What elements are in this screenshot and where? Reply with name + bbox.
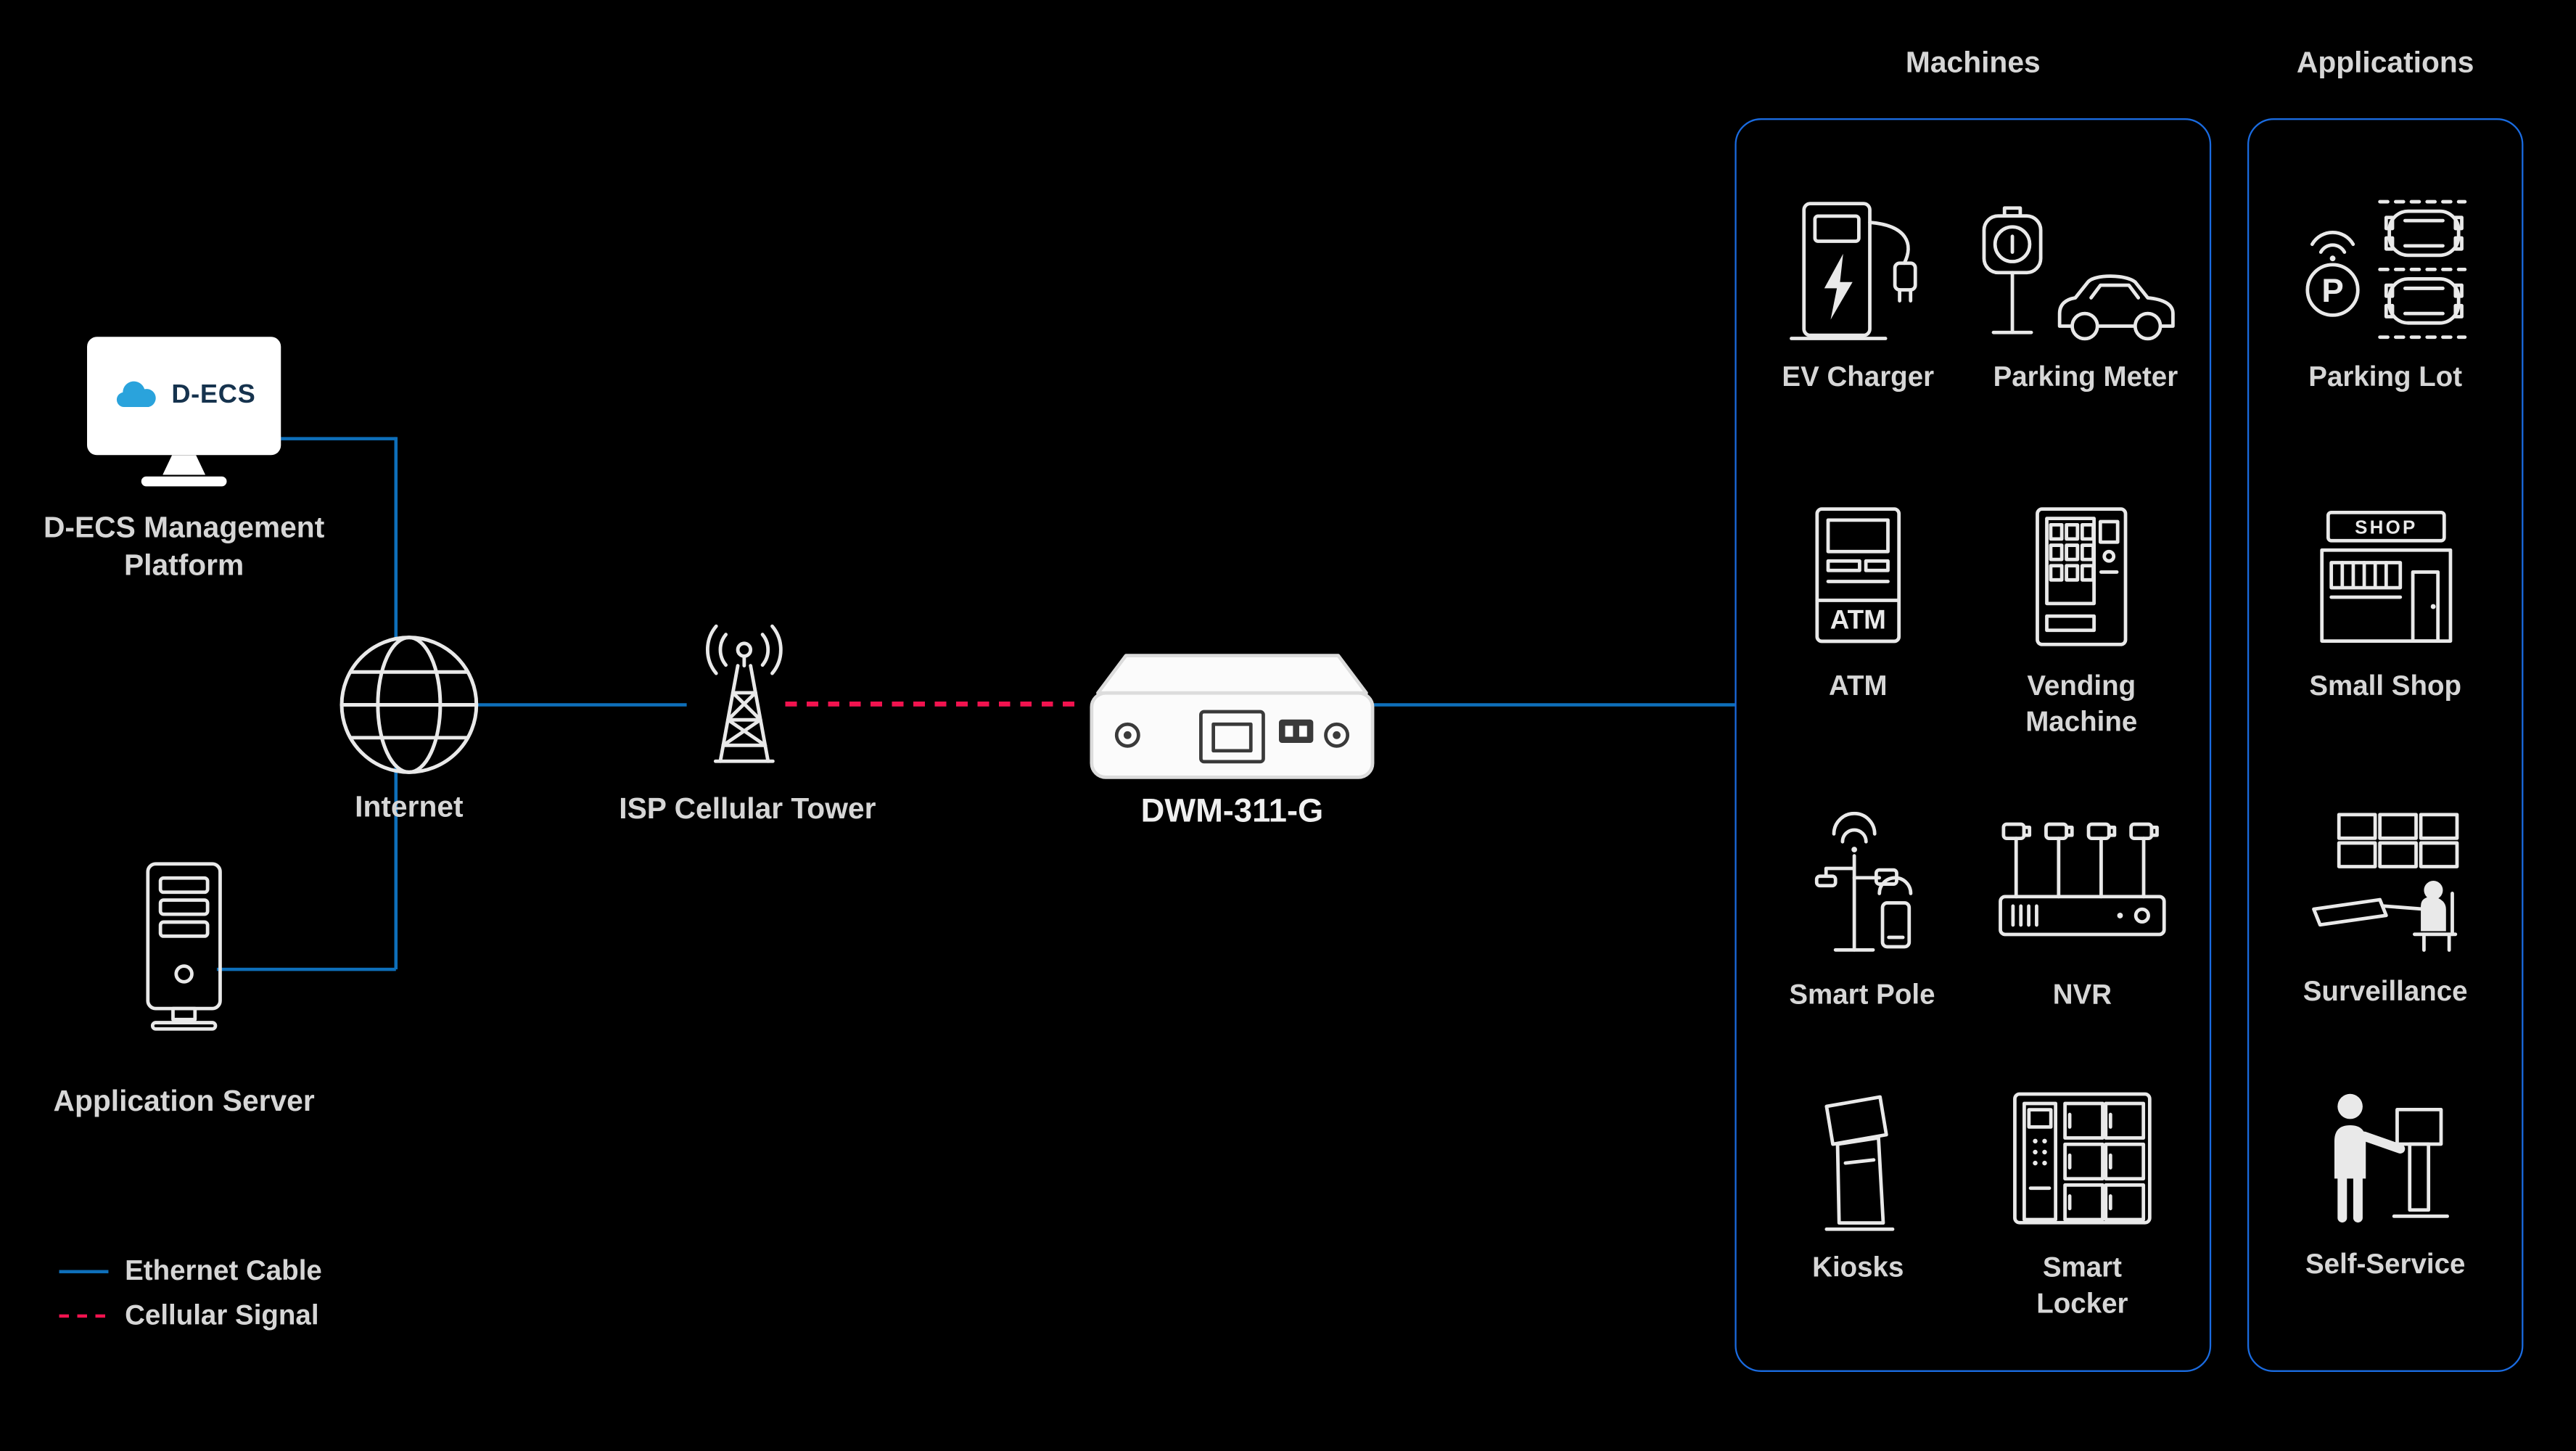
- shop-sign-text: SHOP: [2354, 518, 2416, 538]
- self-service-icon: [2333, 1093, 2448, 1223]
- monitor-stand-base: [141, 476, 227, 487]
- applications-panel: [2247, 118, 2524, 1372]
- node-surveillance: Surveillance: [2271, 808, 2501, 1011]
- legend-cellular-label: Cellular Signal: [125, 1299, 319, 1331]
- ethernet-line-server-h: [216, 967, 396, 971]
- node-kiosks: Kiosks: [1759, 1085, 1956, 1287]
- smart-locker-icon: [2013, 1092, 2152, 1225]
- dwm-311-g-label: DWM-311-G: [1140, 793, 1324, 830]
- smart-pole-icon: [1814, 811, 1913, 952]
- legend-cellular: Cellular Signal: [59, 1299, 319, 1332]
- application-server-icon: [146, 862, 222, 1031]
- ethernet-line-router-machines: [1373, 703, 1735, 707]
- decs-platform-label: D-ECS Management Platform: [43, 511, 325, 583]
- decs-cloud-icon: [117, 381, 157, 408]
- vending-machine-icon: [2036, 507, 2128, 646]
- ethernet-line-internet-tower: [476, 703, 687, 707]
- node-self-service: Self-Service: [2271, 1081, 2501, 1283]
- parking-meter-icon: [1981, 206, 2174, 341]
- nvr-icon: [1999, 822, 2166, 937]
- cellular-line-swatch: [59, 1313, 109, 1319]
- node-label: Parking Lot: [2308, 361, 2463, 393]
- surveillance-icon: [2310, 813, 2458, 952]
- node-label: Kiosks: [1812, 1251, 1904, 1283]
- node-smart-locker: Smart Locker: [1980, 1085, 2185, 1323]
- internet-globe-icon: [340, 636, 479, 774]
- node-decs-platform: D-ECS D-ECS Management Platform: [44, 337, 324, 586]
- ev-charger-icon: [1788, 202, 1917, 340]
- node-label: Surveillance: [2303, 976, 2468, 1008]
- parking-p-text: P: [2321, 272, 2342, 309]
- decs-screen-text: D-ECS: [171, 381, 256, 409]
- atm-icon: ATM: [1815, 507, 1901, 644]
- cellular-tower-icon: [705, 624, 783, 763]
- node-smart-pole: Smart Pole: [1759, 811, 1964, 1014]
- legend-ethernet-label: Ethernet Cable: [125, 1255, 322, 1287]
- node-vending-machine: Vending Machine: [1967, 503, 2197, 741]
- ethernet-line-monitor-v: [394, 437, 398, 641]
- small-shop-icon: SHOP: [2319, 510, 2452, 643]
- node-label: Small Shop: [2309, 670, 2462, 702]
- decs-monitor-icon: D-ECS: [87, 337, 281, 456]
- ethernet-line-server-v: [394, 767, 398, 970]
- node-parking-lot: P Parking Lot: [2271, 194, 2501, 396]
- legend-ethernet: Ethernet Cable: [59, 1255, 322, 1288]
- atm-icon-text: ATM: [1830, 605, 1886, 635]
- application-server-label: Application Server: [53, 1084, 315, 1117]
- node-label: Smart Pole: [1789, 979, 1935, 1011]
- kiosk-icon: [1824, 1095, 1895, 1231]
- parking-lot-icon: P: [2305, 200, 2466, 340]
- node-atm: ATM ATM: [1759, 503, 1956, 705]
- monitor-stand-neck: [162, 455, 206, 475]
- node-nvr: NVR: [1980, 812, 2185, 1014]
- dwm-311-g-icon: [1090, 654, 1375, 779]
- node-label: EV Charger: [1782, 361, 1935, 393]
- node-label: Vending Machine: [2025, 670, 2138, 739]
- node-label: Smart Locker: [2036, 1251, 2128, 1320]
- ethernet-line-monitor-h: [281, 437, 396, 440]
- internet-label: Internet: [355, 790, 464, 823]
- machines-panel: [1735, 118, 2212, 1372]
- machines-title: Machines: [1905, 46, 2041, 79]
- node-label: ATM: [1828, 670, 1888, 702]
- node-label: Self-Service: [2305, 1249, 2466, 1281]
- applications-title: Applications: [2296, 46, 2474, 79]
- node-parking-meter: Parking Meter: [1967, 194, 2205, 396]
- cellular-line-tower-router: [785, 701, 1082, 707]
- ethernet-line-swatch: [59, 1270, 109, 1274]
- node-small-shop: SHOP Small Shop: [2271, 503, 2501, 705]
- node-label: NVR: [2052, 979, 2112, 1011]
- node-ev-charger: EV Charger: [1759, 194, 1956, 396]
- cellular-tower-label: ISP Cellular Tower: [619, 792, 876, 825]
- node-label: Parking Meter: [1993, 361, 2178, 393]
